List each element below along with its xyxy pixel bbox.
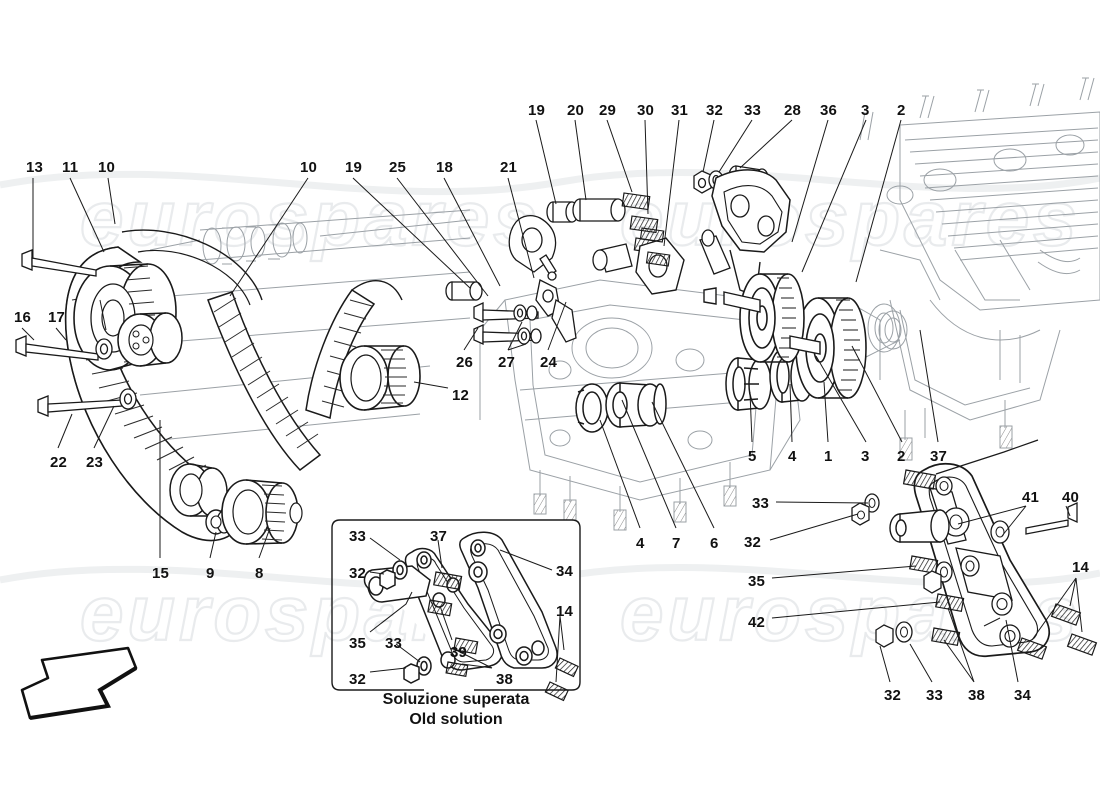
tensioner-roller-15 (169, 463, 228, 517)
callout-9: 9 (206, 565, 215, 582)
callout-33: 33 (385, 635, 403, 652)
callout-4: 4 (788, 448, 797, 465)
callout-12: 12 (452, 387, 470, 404)
centre-hub-assembly (575, 382, 667, 433)
callout-3: 3 (861, 102, 870, 119)
engine-block-ghost (844, 77, 1100, 461)
callout-34: 34 (1014, 687, 1032, 704)
callout-5: 5 (748, 448, 757, 465)
inset-caption-english: Old solution (409, 711, 503, 728)
callout-31: 31 (671, 102, 689, 119)
gear-train (703, 273, 901, 411)
leader-lines (21, 119, 1083, 683)
callout-33: 33 (349, 528, 367, 545)
callout-38: 38 (496, 671, 514, 688)
callout-4: 4 (636, 535, 645, 552)
callout-17: 17 (48, 309, 66, 326)
callout-37: 37 (930, 448, 948, 465)
front-direction-arrow (20, 646, 138, 720)
callout-41: 41 (1022, 489, 1040, 506)
inset-old-solution (331, 519, 581, 702)
callout-19: 19 (528, 102, 546, 119)
fasteners-centre (445, 215, 577, 346)
inset-caption: Soluzione superata Old solution (332, 690, 580, 730)
callout-21: 21 (500, 159, 518, 176)
callout-24: 24 (540, 354, 558, 371)
toothed-pulley-12 (339, 345, 421, 411)
callout-6: 6 (710, 535, 719, 552)
callout-29: 29 (599, 102, 617, 119)
bracket-assembly-new (851, 439, 1098, 660)
callout-23: 23 (86, 454, 104, 471)
callout-14: 14 (556, 603, 574, 620)
timing-belt-right (305, 280, 403, 419)
callout-28: 28 (784, 102, 802, 119)
callout-1: 1 (824, 448, 833, 465)
idler-pulley-upper (117, 312, 183, 367)
callout-22: 22 (50, 454, 68, 471)
callout-10: 10 (300, 159, 318, 176)
callout-11: 11 (62, 159, 79, 176)
inset-caption-italian: Soluzione superata (382, 691, 530, 708)
callout-32: 32 (884, 687, 902, 704)
callout-32: 32 (744, 534, 762, 551)
callout-16: 16 (14, 309, 32, 326)
callout-2: 2 (897, 102, 906, 119)
callout-26: 26 (456, 354, 474, 371)
callout-33: 33 (744, 102, 762, 119)
callout-30: 30 (637, 102, 655, 119)
timing-belt-secondary (207, 291, 322, 472)
toothed-pulley-8 (221, 479, 303, 545)
callout-33: 33 (926, 687, 944, 704)
callout-13: 13 (26, 159, 44, 176)
callout-2: 2 (897, 448, 906, 465)
callout-38: 38 (968, 687, 986, 704)
callout-32: 32 (706, 102, 724, 119)
callout-32: 32 (349, 671, 367, 688)
callout-25: 25 (389, 159, 407, 176)
callout-32: 32 (349, 565, 367, 582)
callout-27: 27 (498, 354, 516, 371)
callout-40: 40 (1062, 489, 1080, 506)
callout-15: 15 (152, 565, 170, 582)
callout-10: 10 (98, 159, 116, 176)
cylinder-head-ghost (479, 279, 801, 531)
callout-35: 35 (349, 635, 367, 652)
callout-39: 39 (450, 644, 468, 661)
callout-42: 42 (748, 614, 766, 631)
callout-36: 36 (820, 102, 838, 119)
callout-34: 34 (556, 563, 574, 580)
callout-8: 8 (255, 565, 264, 582)
callout-37: 37 (430, 528, 448, 545)
callout-19: 19 (345, 159, 363, 176)
callout-20: 20 (567, 102, 585, 119)
callout-3: 3 (861, 448, 870, 465)
callout-18: 18 (436, 159, 454, 176)
fasteners-upper-row (546, 165, 791, 297)
fasteners-left (15, 249, 137, 417)
callout-35: 35 (748, 573, 766, 590)
callout-7: 7 (672, 535, 681, 552)
callout-33: 33 (752, 495, 770, 512)
callout-14: 14 (1072, 559, 1090, 576)
